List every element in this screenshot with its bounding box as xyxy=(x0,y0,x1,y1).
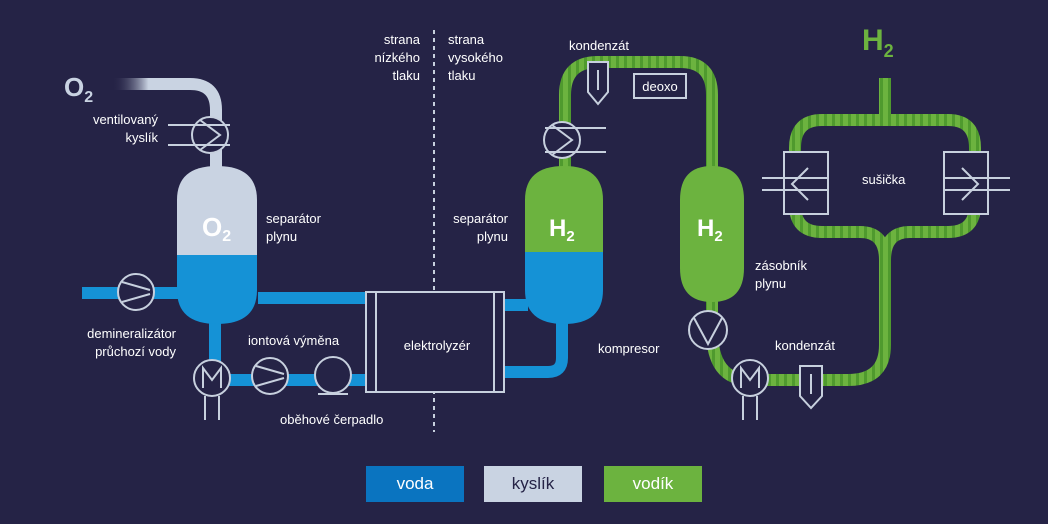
condensate-top-label: kondenzát xyxy=(569,38,629,53)
dryer-label: sušička xyxy=(862,172,906,187)
condensate-trap-bottom-icon xyxy=(799,365,823,410)
high-pressure-label-3: tlaku xyxy=(448,68,475,83)
circulation-pump-icon xyxy=(314,356,352,395)
storage-label-1: zásobník xyxy=(755,258,808,273)
compressor-label: kompresor xyxy=(598,341,660,356)
vented-oxygen-label-1: ventilovaný xyxy=(93,112,159,127)
h2-storage-label: H2 xyxy=(697,215,723,245)
demineralizer-label-2: průchozí vody xyxy=(95,344,176,359)
o2-cooler-icon xyxy=(168,116,230,154)
o2-separator-tank xyxy=(177,166,257,324)
high-pressure-label-2: vysokého xyxy=(448,50,503,65)
demineralizer-label-1: demineralizátor xyxy=(87,326,177,341)
storage-label-2: plynu xyxy=(755,276,786,291)
legend-oxygen: kyslík xyxy=(484,466,582,502)
gas-separator-right-label-2: plynu xyxy=(477,229,508,244)
high-pressure-label-1: strana xyxy=(448,32,485,47)
low-pressure-label-2: nízkého xyxy=(374,50,420,65)
h2-separator-label: H2 xyxy=(549,215,575,245)
vented-oxygen-label-2: kyslík xyxy=(126,130,159,145)
gas-separator-right-label-1: separátor xyxy=(453,211,509,226)
o2-outlet-label: O2 xyxy=(64,72,93,106)
legend-hydrogen: vodík xyxy=(604,466,702,502)
water-return-h2 xyxy=(498,320,568,378)
deoxo-label: deoxo xyxy=(642,79,677,94)
deoxo-unit xyxy=(633,73,687,99)
gas-separator-left-label-2: plynu xyxy=(266,229,297,244)
h2-top-loop xyxy=(559,56,718,175)
h2-separator-tank xyxy=(525,166,603,324)
hydrogen-pipes xyxy=(559,56,981,386)
dryer-right-icon xyxy=(943,151,1010,215)
condensate-bottom-label: kondenzát xyxy=(775,338,835,353)
ion-exchange-pump-icon xyxy=(251,357,289,395)
o2-tank-label: O2 xyxy=(202,212,231,245)
dryer-left-icon xyxy=(762,151,829,215)
h2-outlet-label: H2 xyxy=(862,24,894,61)
ion-exchange-label: iontová výměna xyxy=(248,333,340,348)
legend-water: voda xyxy=(366,466,464,502)
low-pressure-label-1: strana xyxy=(384,32,421,47)
gas-separator-left-label-1: separátor xyxy=(266,211,322,226)
valve-left-icon xyxy=(193,359,231,420)
circulation-pump-label: oběhové čerpadlo xyxy=(280,412,383,427)
low-pressure-label-3: tlaku xyxy=(393,68,420,83)
oxygen-vent-pipe xyxy=(112,78,222,175)
h2-storage-tank xyxy=(680,166,744,302)
condensate-trap-top-icon xyxy=(587,61,609,106)
electrolyzer-label: elektrolyzér xyxy=(404,338,471,353)
valve-right-icon xyxy=(731,359,769,420)
electrolyzer-block xyxy=(365,291,505,393)
demineralizer-pump-icon xyxy=(117,273,155,311)
h2-cooler-icon xyxy=(543,121,606,159)
compressor-icon xyxy=(688,310,728,350)
